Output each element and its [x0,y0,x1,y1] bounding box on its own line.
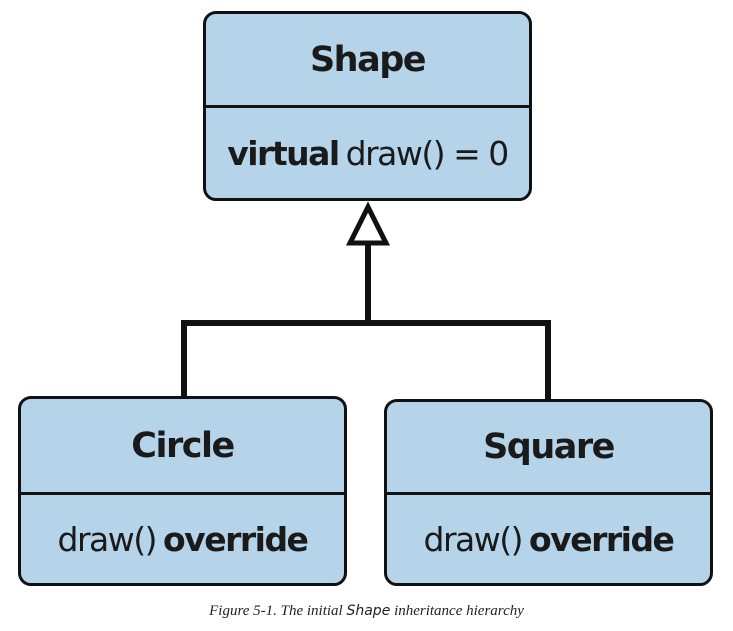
inheritance-line [181,320,551,399]
square-method: draw()override [387,495,710,583]
shape-method-keyword: virtual [227,133,340,173]
caption-suffix: inheritance hierarchy [390,603,524,619]
circle-class-name: Circle [21,399,344,495]
circle-method-signature: draw() [57,519,158,559]
square-class-box: Square draw()override [384,399,713,586]
circle-class-box: Circle draw()override [18,396,347,586]
square-method-signature: draw() [423,519,524,559]
caption-prefix: Figure 5-1. The initial [209,603,347,619]
circle-method-keyword: override [163,519,309,559]
circle-method: draw()override [21,495,344,583]
caption-code: Shape [346,603,391,619]
inheritance-arrowhead [345,201,391,246]
shape-class-name: Shape [206,14,529,108]
figure-caption: Figure 5-1. The initial Shape inheritanc… [0,603,733,620]
square-class-name: Square [387,402,710,495]
shape-method-signature: draw() = 0 [345,133,510,173]
square-method-keyword: override [529,519,675,559]
